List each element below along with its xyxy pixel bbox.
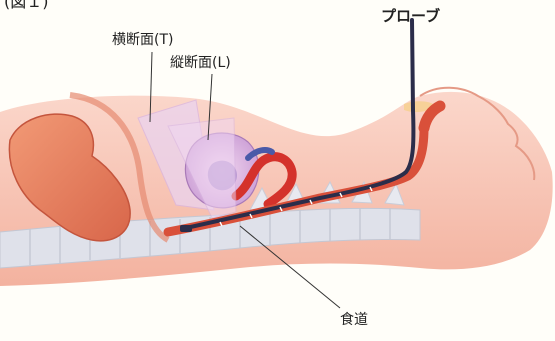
label-probe: プローブ	[381, 8, 440, 24]
probe-tip	[180, 225, 192, 232]
label-longitudinal-section: 縦断面(L)	[170, 55, 231, 71]
label-esophagus: 食道	[340, 312, 368, 328]
figure-caption-fragment: (図１)	[4, 0, 49, 10]
label-transverse-section: 横断面(T)	[112, 32, 173, 48]
